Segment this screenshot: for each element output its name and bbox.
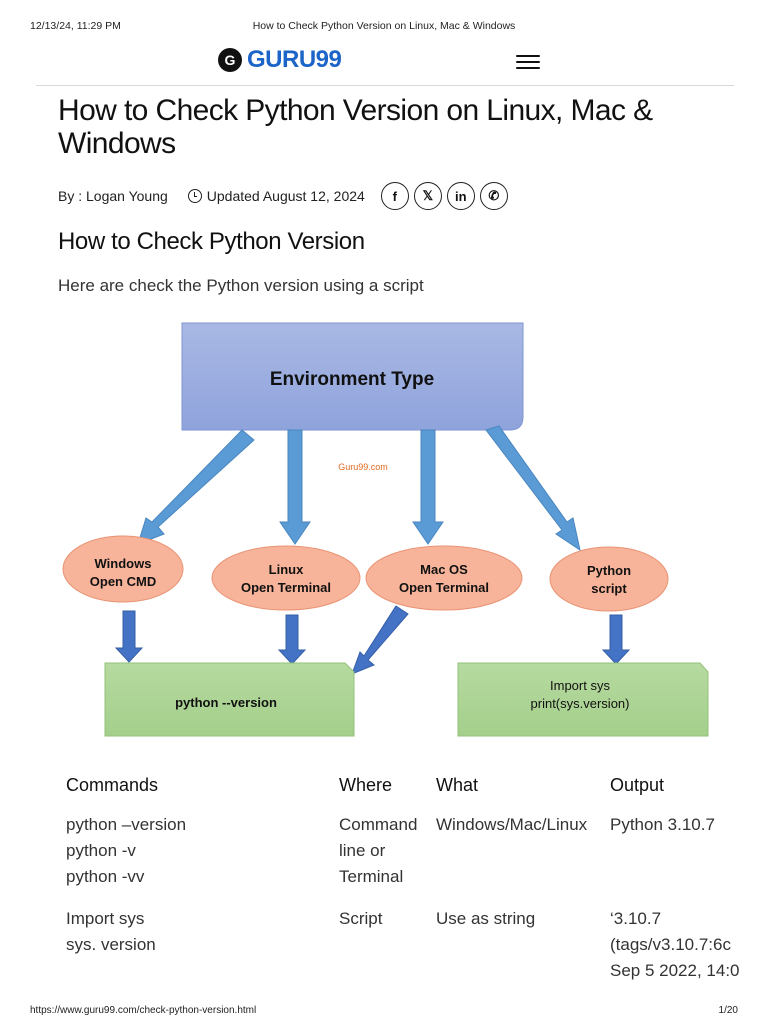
result-left-text: python --version (175, 695, 277, 710)
result-right-line2: print(sys.version) (531, 696, 630, 711)
page-title: How to Check Python Version on Linux, Ma… (58, 94, 653, 160)
share-buttons: f 𝕏 in ✆ (380, 182, 513, 210)
arrow-windows-down (114, 610, 144, 663)
where-line: Script (339, 909, 383, 928)
result-box-right (457, 662, 709, 737)
header-output: Output (610, 775, 665, 795)
whatsapp-icon[interactable]: ✆ (479, 182, 508, 210)
arrow-python-down (601, 614, 631, 665)
cell-what: Windows/Mac/Linux (436, 815, 588, 834)
author-byline: By : Logan Young (58, 188, 168, 204)
node-windows (62, 535, 184, 603)
print-doc-title: How to Check Python Version on Linux, Ma… (252, 20, 516, 32)
header-where: Where (339, 775, 393, 795)
print-header: 12/13/24, 11:29 PM How to Check Python V… (30, 14, 738, 32)
environment-type-label: Environment Type (270, 369, 434, 390)
command-line: python -v (66, 841, 136, 860)
table-row: Import sys sys. version Script Use as st… (66, 906, 768, 1000)
table-row: python –version python -v python -vv Com… (66, 812, 768, 906)
output-line: ‘3.10.7 (610, 909, 662, 928)
page-url[interactable]: https://www.guru99.com/check-python-vers… (30, 1005, 257, 1016)
where-line: line or (339, 841, 386, 860)
diagram-watermark: Guru99.com (338, 462, 388, 472)
command-line: python –version (66, 815, 187, 834)
arrow-linux-down (277, 614, 307, 665)
clock-icon (187, 189, 202, 203)
cell-where: Script (339, 906, 436, 1000)
commands-table-container: Commands Where What Output python –versi… (66, 775, 768, 1000)
cell-where: Command line or Terminal (339, 812, 436, 906)
diagram-nodes: Windows Open CMD Linux Open Terminal Mac… (62, 535, 669, 612)
node-python-line1: Python (587, 563, 631, 578)
result-right-line1: Import sys (550, 678, 610, 693)
commands-table: Commands Where What Output python –versi… (66, 775, 768, 1000)
article-meta: By : Logan Young Updated August 12, 2024… (58, 182, 513, 210)
cell-commands: Import sys sys. version (66, 906, 339, 1000)
linkedin-icon[interactable]: in (446, 182, 475, 210)
arrow-to-python (485, 425, 581, 552)
cell-commands: python –version python -v python -vv (66, 812, 339, 906)
node-macos-line2: Open Terminal (399, 580, 489, 595)
page-number: 1/20 (718, 1005, 738, 1016)
site-header: G GURU99 (36, 40, 734, 86)
command-line: python -vv (66, 867, 145, 886)
node-python-line2: script (591, 581, 627, 596)
cell-output: Python 3.10.7 (610, 812, 768, 906)
site-logo[interactable]: G GURU99 (218, 46, 342, 74)
arrow-to-macos (412, 429, 444, 545)
x-icon[interactable]: 𝕏 (413, 182, 442, 210)
where-line: Command (339, 815, 418, 834)
logo-text: GURU99 (247, 46, 342, 73)
intro-text: Here are check the Python version using … (58, 276, 424, 295)
result-box-left (104, 662, 355, 737)
arrows-bottom (114, 605, 631, 675)
where-line: Terminal (339, 867, 404, 886)
output-line: (tags/v3.10.7:6c (610, 935, 731, 954)
header-commands: Commands (66, 775, 159, 795)
node-linux-line1: Linux (269, 562, 304, 577)
header-what: What (436, 775, 479, 795)
python-version-diagram: Environment Type Guru99.com Windows Open… (62, 322, 709, 737)
arrow-to-windows (137, 429, 255, 545)
node-windows-line1: Windows (95, 556, 152, 571)
node-windows-line2: Open CMD (90, 574, 156, 589)
arrows-top (137, 425, 581, 552)
arrow-to-linux (279, 429, 311, 545)
cell-what: Use as string (436, 909, 536, 928)
output-line: Sep 5 2022, 14:0 (610, 961, 740, 980)
node-macos (365, 545, 523, 611)
node-linux-line2: Open Terminal (241, 580, 331, 595)
node-linux (211, 545, 361, 611)
print-datetime: 12/13/24, 11:29 PM (30, 20, 121, 32)
command-line: sys. version (66, 935, 156, 954)
facebook-icon[interactable]: f (380, 182, 409, 210)
guru99-logo-icon: G (218, 48, 242, 72)
hamburger-menu-icon[interactable] (516, 51, 540, 71)
command-line: Import sys (66, 909, 145, 928)
node-macos-line1: Mac OS (420, 562, 468, 577)
arrow-macos-down (351, 605, 409, 675)
updated-date: Updated August 12, 2024 (206, 188, 365, 204)
environment-type-box (181, 322, 524, 431)
cell-output: ‘3.10.7 (tags/v3.10.7:6c Sep 5 2022, 14:… (610, 906, 768, 1000)
section-title: How to Check Python Version (58, 228, 365, 255)
node-python-script (549, 546, 669, 612)
table-header-row: Commands Where What Output (66, 775, 768, 812)
output-line: Python 3.10.7 (610, 815, 715, 834)
